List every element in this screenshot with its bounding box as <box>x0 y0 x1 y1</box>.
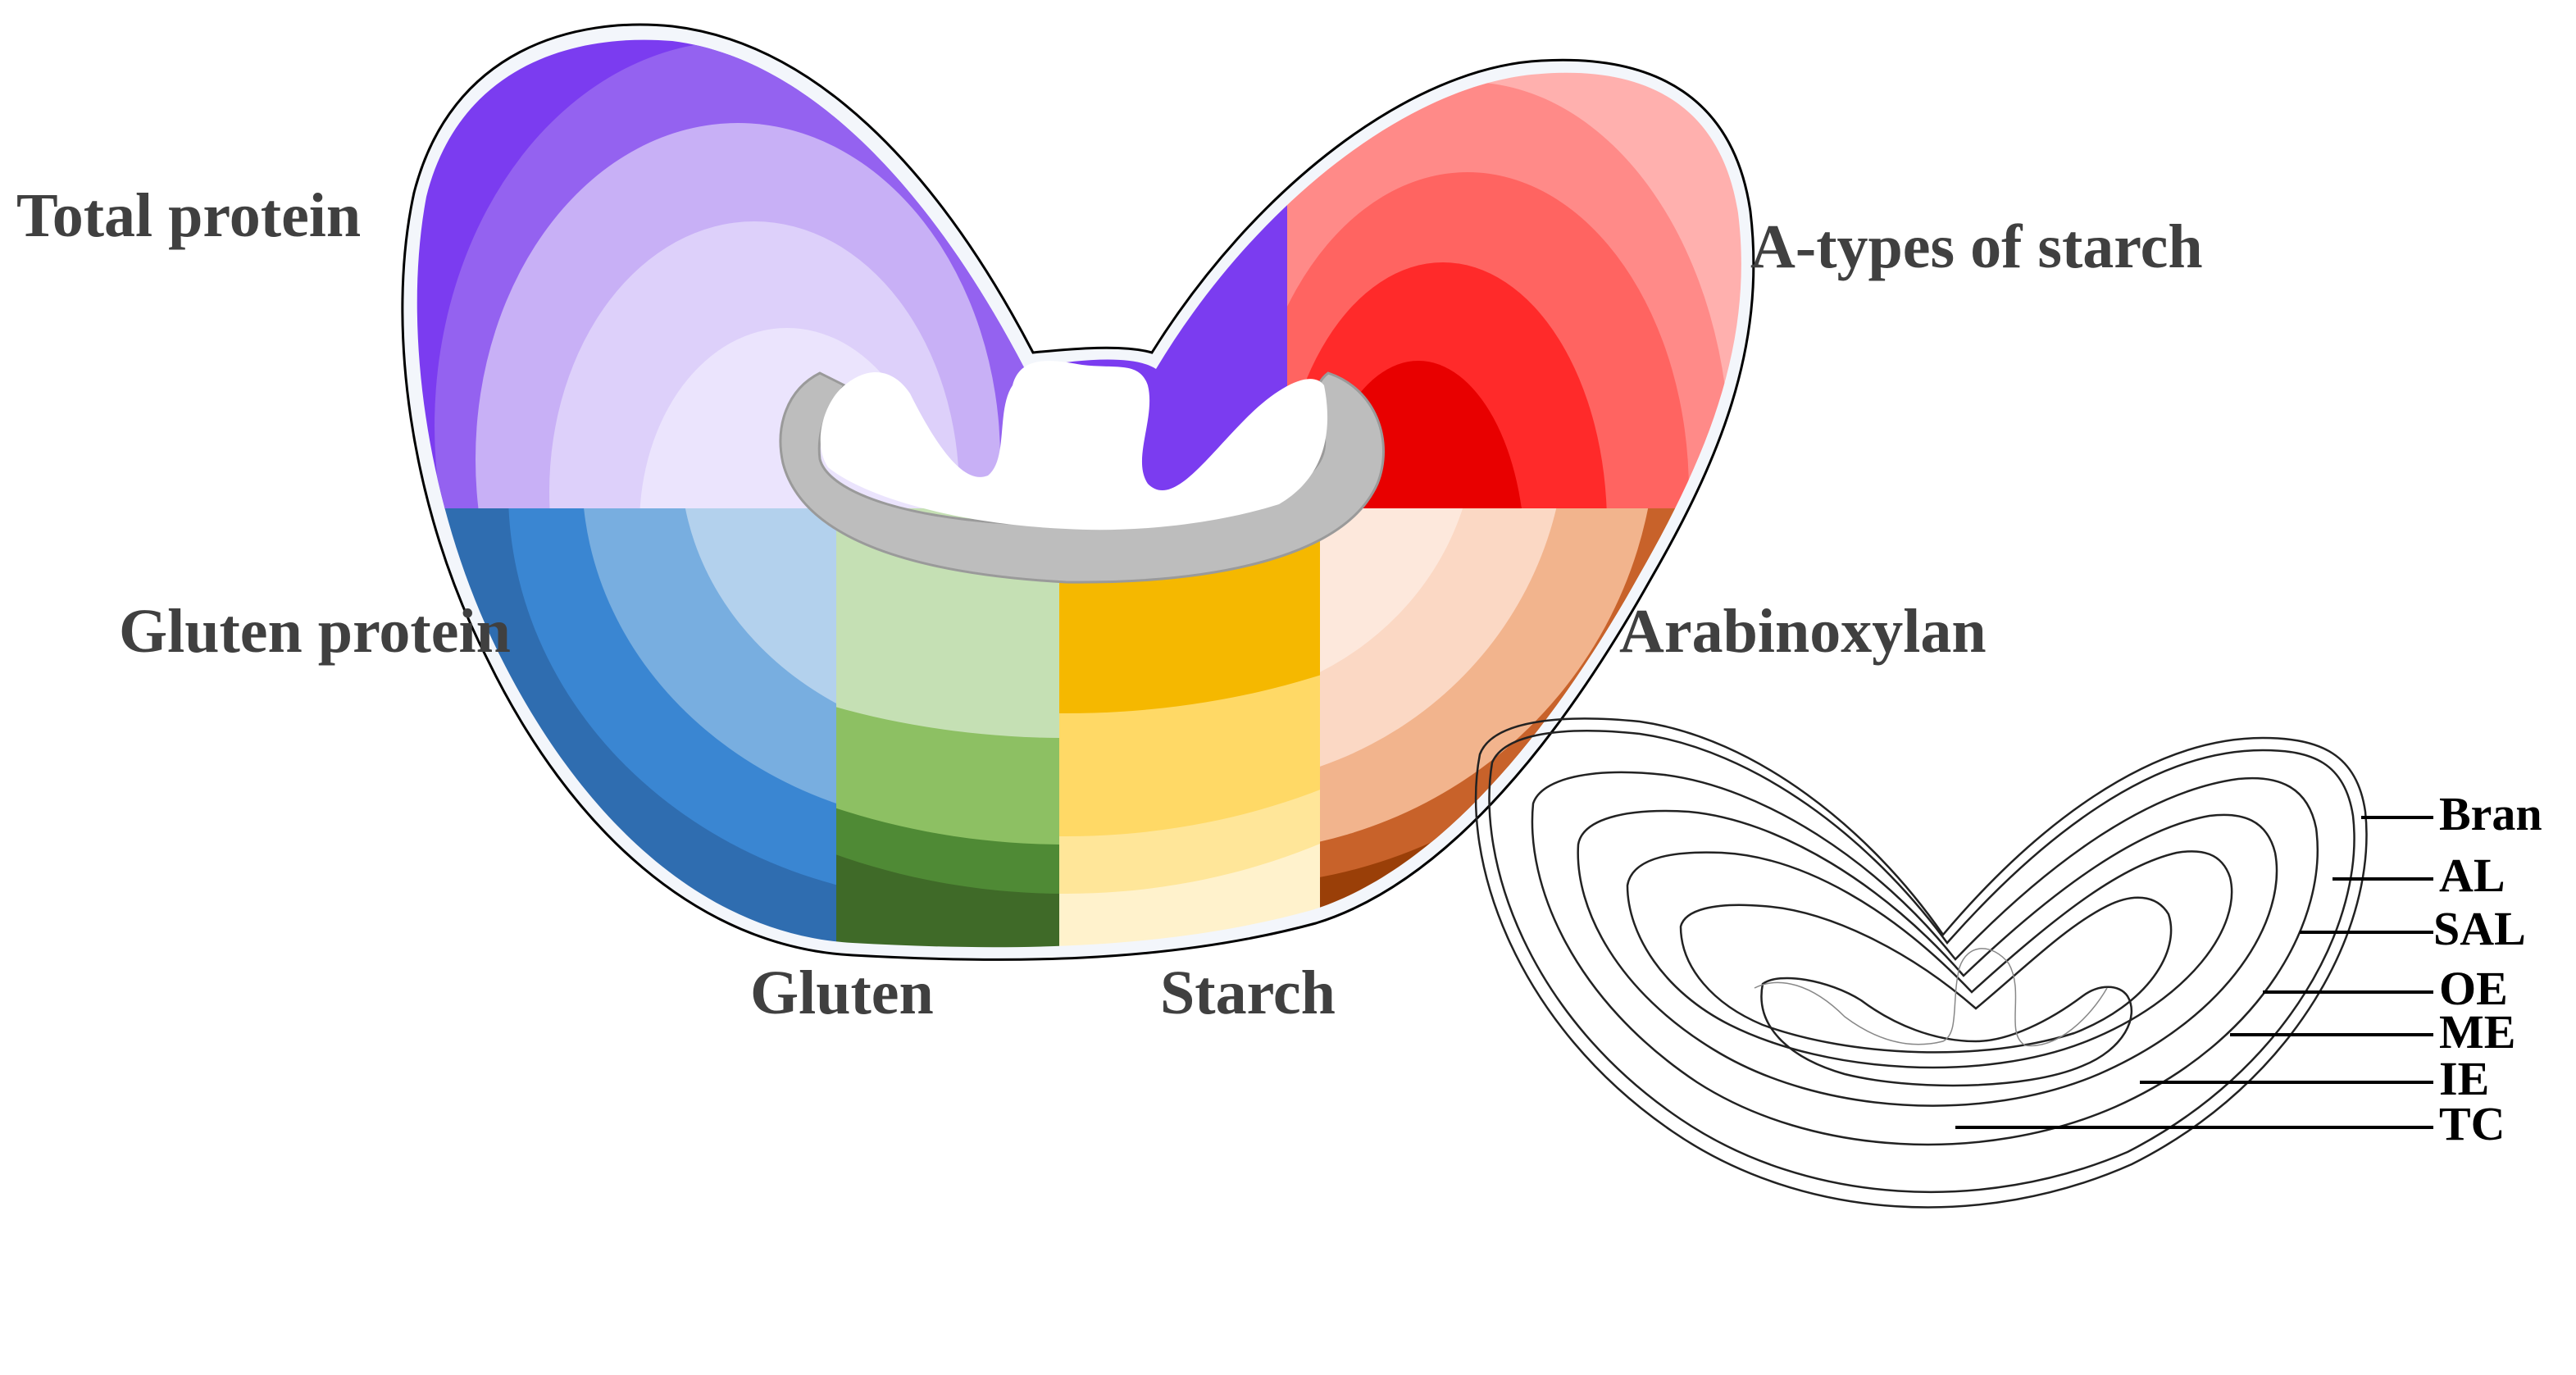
layer-label-oe: OE <box>2439 962 2508 1015</box>
label-a-types-of-starch: A-types of starch <box>1750 212 2203 281</box>
layer-label-tc: TC <box>2439 1097 2505 1150</box>
layer-oe-outline <box>1577 809 2278 1107</box>
germ-crease <box>779 371 1385 584</box>
layer-germ-outline <box>1754 948 2108 1047</box>
gluten-region <box>836 508 1059 948</box>
layer-label-al: AL <box>2439 849 2505 902</box>
layer-al-outline <box>1488 730 2355 1194</box>
layer-tc-outline <box>1760 977 2133 1087</box>
central-cavity <box>820 361 1328 530</box>
label-gluten-protein: Gluten protein <box>119 597 511 666</box>
label-arabinoxylan: Arabinoxylan <box>1619 597 1987 666</box>
layer-sal-outline <box>1531 771 2319 1146</box>
layer-me-outline <box>1626 850 2233 1069</box>
label-total-protein: Total protein <box>16 181 361 250</box>
layer-label-bran: Bran <box>2439 787 2542 840</box>
layer-leader-lines <box>1955 816 2433 1129</box>
layer-outline-diagram <box>1474 717 2433 1209</box>
layer-label-ie: IE <box>2439 1052 2489 1105</box>
layer-label-sal: SAL <box>2433 902 2526 955</box>
layer-bran-outline <box>1474 717 2368 1209</box>
layer-label-me: ME <box>2439 1005 2515 1059</box>
layer-ie-outline <box>1679 896 2173 1054</box>
grain-section-diagram: Total protein A-types of starch Gluten p… <box>16 23 2203 1027</box>
label-starch: Starch <box>1160 958 1336 1027</box>
label-gluten: Gluten <box>750 958 934 1027</box>
